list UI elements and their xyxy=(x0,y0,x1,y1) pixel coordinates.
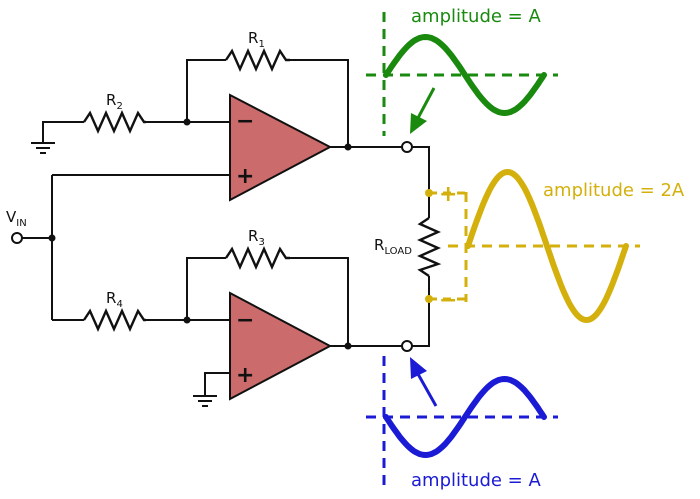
vin-label: VIN xyxy=(6,208,27,229)
top-amplitude-label: amplitude = A xyxy=(411,6,541,27)
input-stage: VIN xyxy=(6,174,230,332)
resistor-rload xyxy=(417,217,442,277)
top-opamp-plus: + xyxy=(236,164,254,189)
bottom-ground-wire xyxy=(204,372,230,396)
bottom-waveform-group: amplitude = A xyxy=(366,356,558,491)
resistor-r3 xyxy=(225,246,290,270)
top-arrow-head xyxy=(410,113,427,134)
r4-label: R4 xyxy=(106,289,123,310)
junction-dot xyxy=(48,234,56,242)
top-waveform-group: amplitude = A xyxy=(366,6,558,136)
bottom-arrow-head xyxy=(410,357,427,379)
load-wire xyxy=(412,146,430,347)
r1-label: R1 xyxy=(248,29,265,50)
junction-dot xyxy=(183,316,191,324)
r3-label: R3 xyxy=(248,227,265,248)
top-amplifier-stage: − + xyxy=(31,48,413,202)
junction-dot xyxy=(344,342,352,350)
bottom-arrow-shaft xyxy=(416,373,438,407)
top-sine-wave xyxy=(383,33,547,117)
top-ground-wire xyxy=(42,121,230,143)
middle-sine-wave xyxy=(465,168,629,324)
junction-dot xyxy=(183,118,191,126)
middle-amplitude-label: amplitude = 2A xyxy=(543,180,685,201)
top-feedback-wire xyxy=(186,59,349,147)
top-opamp-minus: − xyxy=(236,109,254,134)
top-output-terminal xyxy=(401,141,413,153)
bottom-opamp-minus: − xyxy=(236,308,254,333)
top-arrow-shaft xyxy=(416,87,436,119)
vin-terminal xyxy=(11,232,23,244)
ground-symbol-bottom xyxy=(193,395,217,407)
ground-symbol-top xyxy=(31,142,55,154)
vin-wire xyxy=(22,174,230,321)
junction-dot xyxy=(344,143,352,151)
load-stage: + − RLOAD xyxy=(374,146,457,347)
resistor-r1 xyxy=(225,48,290,72)
bottom-output-terminal xyxy=(401,340,413,352)
middle-waveform-group: amplitude = 2A xyxy=(429,168,685,324)
bottom-feedback-wire xyxy=(186,257,349,346)
resistor-r4 xyxy=(83,308,146,332)
top-opamp xyxy=(229,93,333,202)
rload-label: RLOAD xyxy=(374,236,412,257)
resistor-r2 xyxy=(83,110,146,134)
bottom-opamp-plus: + xyxy=(236,363,254,388)
bottom-sine-wave xyxy=(383,375,547,459)
bottom-opamp xyxy=(229,291,333,401)
bottom-amplitude-label: amplitude = A xyxy=(411,470,541,491)
r2-label: R2 xyxy=(106,91,123,112)
bottom-amplifier-stage: − + xyxy=(183,246,413,407)
